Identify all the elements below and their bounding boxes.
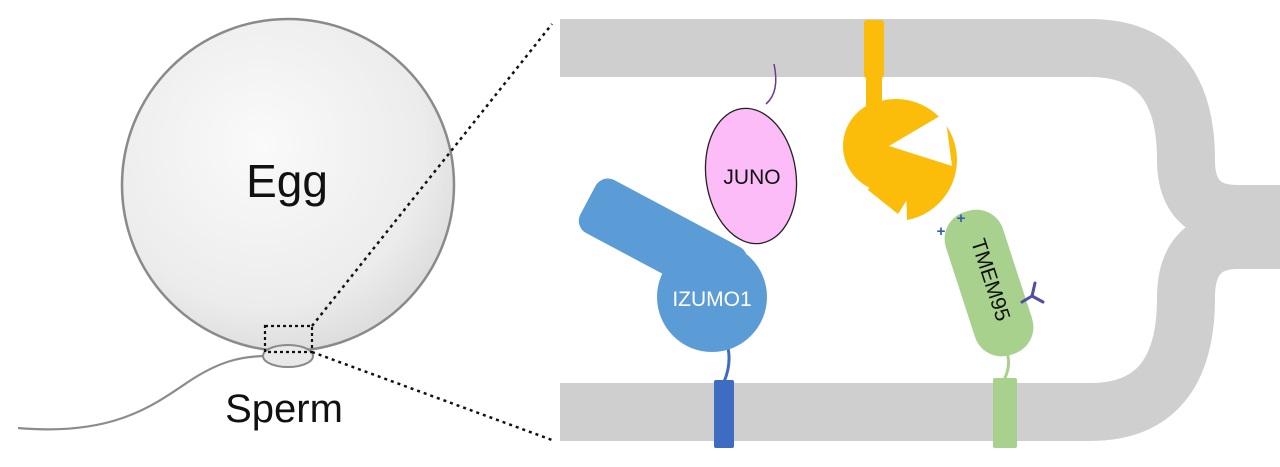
juno-label: JUNO xyxy=(723,166,780,189)
tmem95-transmembrane-anchor xyxy=(993,378,1017,448)
sperm-head xyxy=(262,344,314,368)
juno-protein xyxy=(704,107,798,245)
egg-label: Egg xyxy=(246,155,328,207)
sperm-label: Sperm xyxy=(225,387,343,431)
juno-anchor-tether xyxy=(765,63,777,105)
egg-membrane xyxy=(560,18,1280,243)
zoom-line-bottom xyxy=(311,350,553,442)
zoom-line-top xyxy=(311,23,553,327)
izumo1-transmembrane-anchor xyxy=(714,380,734,448)
sperm-tail xyxy=(17,354,269,431)
receptor-lower-jaw xyxy=(868,146,910,214)
sperm-membrane xyxy=(560,211,1280,441)
izumo1-globular-domain xyxy=(657,242,767,352)
tmem95-protein xyxy=(944,209,1034,357)
glycan-icon xyxy=(1020,281,1045,304)
izumo1-label: IZUMO1 xyxy=(672,288,751,311)
receptor-transmembrane-stalk xyxy=(864,20,884,78)
charge-plus-2: + xyxy=(957,210,966,227)
receptor-mouth xyxy=(889,113,952,166)
membrane-bilayer xyxy=(560,18,1280,441)
charge-plus-1: + xyxy=(937,223,946,240)
zoom-region-box xyxy=(263,324,314,354)
